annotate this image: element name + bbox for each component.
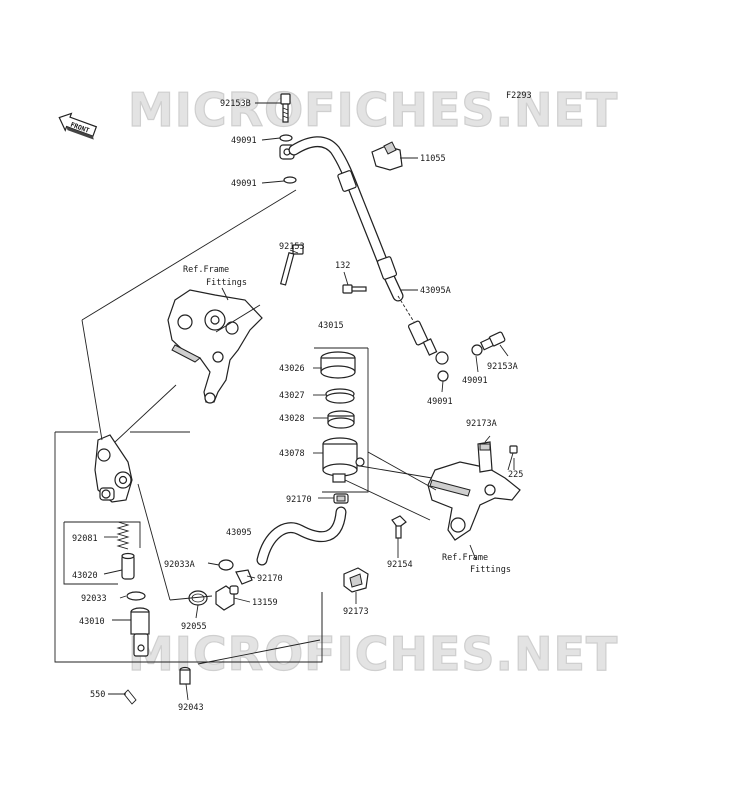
clip-92173A-icon	[477, 441, 493, 473]
label-92170-upper: 92170	[286, 495, 312, 505]
label-49091-lower: 49091	[231, 179, 257, 189]
label-49091-right-lower: 49091	[427, 397, 453, 407]
reservoir-43078-icon	[322, 437, 365, 483]
washer-49091-right-icon	[471, 344, 483, 356]
label-132: 132	[335, 261, 350, 271]
banjo-bolt-92153A-icon	[479, 331, 506, 351]
front-arrow-icon: FRONT	[58, 112, 98, 140]
label-92153A: 92153A	[487, 362, 518, 372]
diagram-code: F2293	[506, 91, 532, 101]
washer-49091-lower-icon	[283, 176, 297, 184]
plate-43027-icon	[325, 388, 355, 404]
push-rod-43010-icon	[130, 607, 150, 657]
label-92173A: 92173A	[466, 419, 497, 429]
ref-frame-lower-line2: Fittings	[470, 565, 511, 575]
label-43095A: 43095A	[420, 286, 451, 296]
label-92173: 92173	[343, 607, 369, 617]
clamp-92170-upper-icon	[333, 493, 349, 504]
fitting-13159-icon	[215, 585, 239, 611]
diaphragm-43028-icon	[327, 410, 355, 429]
pin-92043-icon	[179, 666, 191, 685]
clamp-92173-icon	[343, 567, 369, 593]
label-43028: 43028	[279, 414, 305, 424]
label-92055: 92055	[181, 622, 207, 632]
label-11055: 11055	[420, 154, 446, 164]
label-92153: 92153	[279, 242, 305, 252]
label-92081: 92081	[72, 534, 98, 544]
label-92033A: 92033A	[164, 560, 195, 570]
label-225: 225	[508, 470, 523, 480]
label-43026: 43026	[279, 364, 305, 374]
label-43095: 43095	[226, 528, 252, 538]
bolt-92154-icon	[391, 515, 407, 539]
label-92154: 92154	[387, 560, 413, 570]
circlip-92033A-icon	[218, 559, 234, 571]
label-92153B: 92153B	[220, 99, 251, 109]
label-49091-right: 49091	[462, 376, 488, 386]
label-43078: 43078	[279, 449, 305, 459]
ref-frame-upper-line2: Fittings	[206, 278, 247, 288]
label-49091-top: 49091	[231, 136, 257, 146]
watermark-top: MICROFICHES.NET	[128, 83, 618, 137]
label-550: 550	[90, 690, 105, 700]
label-43020: 43020	[72, 571, 98, 581]
screw-225-icon	[507, 445, 518, 471]
frame-bracket-icon	[167, 289, 263, 404]
label-92033: 92033	[81, 594, 107, 604]
bolt-132-icon	[342, 284, 367, 294]
clamp-92170-lower-icon	[235, 569, 253, 585]
piston-43020-icon	[121, 552, 135, 580]
master-cylinder-43010-icon	[94, 434, 133, 503]
hose-end-fitting-icon	[407, 320, 449, 365]
label-43027: 43027	[279, 391, 305, 401]
reservoir-cap-43026-icon	[320, 351, 356, 379]
clamp-11055-icon	[371, 141, 403, 171]
label-92170-lower: 92170	[257, 574, 283, 584]
bolt-92153-icon	[279, 244, 304, 286]
banjo-bolt-92153B-icon	[280, 93, 291, 123]
spring-92081-icon	[116, 521, 130, 550]
label-43010: 43010	[79, 617, 105, 627]
ref-frame-upper-line1: Ref.Frame	[183, 265, 229, 275]
label-13159: 13159	[252, 598, 278, 608]
leader-lines	[54, 102, 515, 701]
washer-49091-right-lower-icon	[437, 370, 449, 382]
label-92043: 92043	[178, 703, 204, 713]
label-43015: 43015	[318, 321, 344, 331]
circlip-92033-icon	[126, 591, 146, 601]
cotter-pin-550-icon	[123, 689, 137, 705]
watermark-bottom: MICROFICHES.NET	[128, 627, 618, 681]
washer-49091-top-icon	[279, 134, 293, 142]
ref-frame-lower-line1: Ref.Frame	[442, 553, 488, 563]
reservoir-bracket-icon	[427, 461, 521, 541]
